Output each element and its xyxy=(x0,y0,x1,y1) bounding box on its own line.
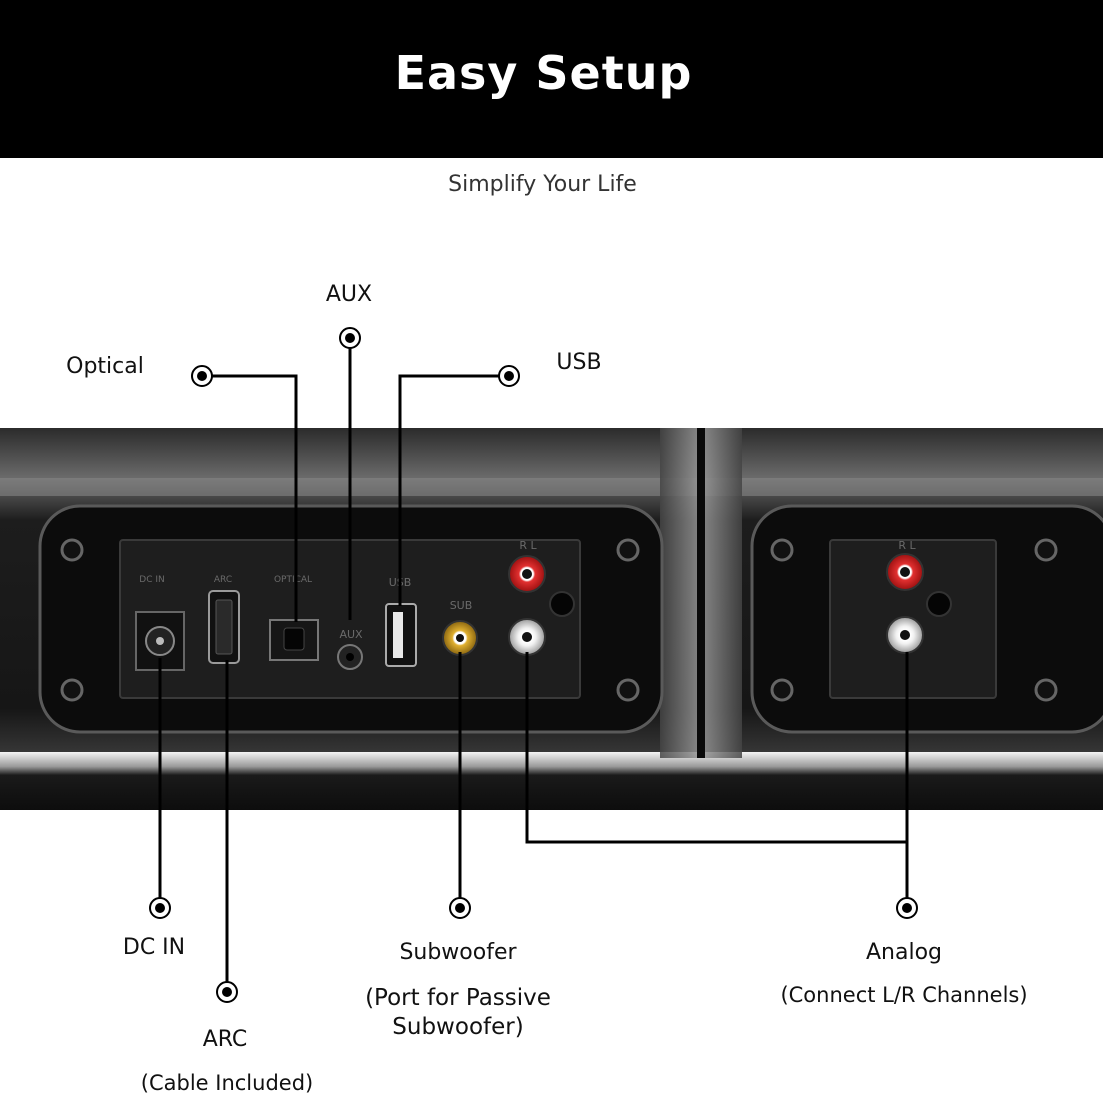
dc-in-dot xyxy=(149,897,171,919)
callout-dots xyxy=(149,327,918,1003)
aux-label: AUX xyxy=(325,282,373,307)
usb-port xyxy=(385,603,417,667)
usb-leader-line xyxy=(398,374,509,606)
arc-label: ARC xyxy=(202,1027,248,1052)
analog-leader-line xyxy=(525,652,909,908)
callout-lines xyxy=(158,338,909,992)
subwoofer-rca-port xyxy=(442,620,478,656)
right-connector-bay xyxy=(750,504,1103,734)
optical-leader-line xyxy=(202,374,298,622)
panel-marking-dc-in: DC IN xyxy=(139,575,164,585)
optical-port xyxy=(269,619,319,661)
subwoofer-dot xyxy=(449,897,471,919)
arc-dot xyxy=(216,981,238,1003)
aux-dot xyxy=(339,327,361,349)
panel-marking-rl-left: R L xyxy=(519,539,537,552)
usb-label: USB xyxy=(556,350,602,375)
panel-marking-arc: ARC xyxy=(214,575,232,585)
header-banner: Easy Setup xyxy=(0,0,1103,158)
usb-dot xyxy=(498,365,520,387)
panel-marking-rl-right: R L xyxy=(898,539,916,552)
dc-in-label: DC IN xyxy=(122,935,186,960)
analog-note: (Connect L/R Channels) xyxy=(780,983,1028,1007)
arc-hdmi-port xyxy=(208,590,240,664)
page-subtitle: Simplify Your Life xyxy=(448,172,637,197)
analog-dot xyxy=(896,897,918,919)
panel-marking-sub: SUB xyxy=(450,599,473,612)
subwoofer-note: (Port for Passive Subwoofer) xyxy=(365,985,551,1040)
analog-rca-ports-left xyxy=(508,555,575,656)
optical-dot xyxy=(191,365,213,387)
arc-note: (Cable Included) xyxy=(140,1071,314,1095)
aux-port xyxy=(337,644,363,670)
panel-marking-optical: OPTICAL xyxy=(274,575,312,585)
analog-rca-ports-right xyxy=(886,553,952,654)
optical-label: Optical xyxy=(66,354,144,379)
page-title: Easy Setup xyxy=(394,46,693,100)
analog-label: Analog xyxy=(865,940,943,965)
subwoofer-label: Subwoofer xyxy=(399,940,517,965)
panel-marking-aux: AUX xyxy=(339,628,363,641)
